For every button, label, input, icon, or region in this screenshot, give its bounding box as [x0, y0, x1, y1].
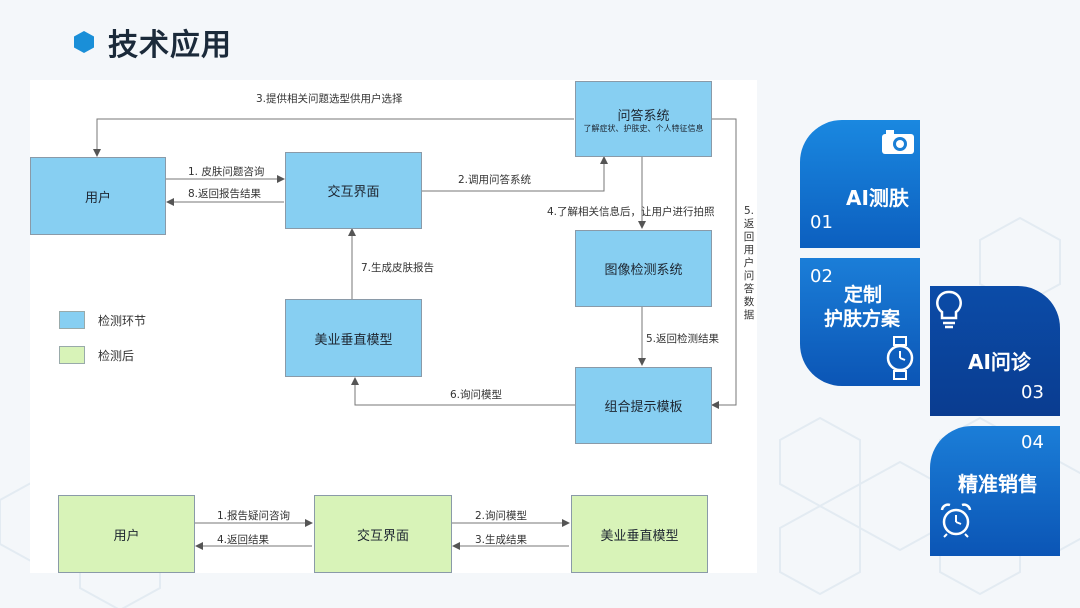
bottom-edge-label-1: 1.报告疑问咨询 [217, 510, 291, 522]
hexagon-bullet-icon [74, 31, 94, 53]
edge-2 [422, 156, 608, 192]
node-qa-system: 问答系统 了解症状、护肤史、个人特征信息 [575, 81, 712, 157]
feature-card-custom-plan[interactable] [800, 258, 920, 386]
feature-number-4: 04 [1021, 432, 1044, 453]
edge-3 [93, 118, 574, 157]
lightbulb-icon [936, 290, 962, 329]
node-image-detection: 图像检测系统 [575, 230, 712, 307]
bottom-edge-label-2: 2.询问模型 [475, 510, 528, 522]
node-user: 用户 [30, 157, 166, 235]
camera-icon [882, 130, 914, 154]
feature-number-2: 02 [810, 266, 833, 287]
diagram-connectors [93, 118, 737, 550]
edge-label-5: 5.返回检测结果 [646, 333, 720, 345]
legend-swatch-detect [59, 311, 85, 329]
node-combine-template: 组合提示模板 [575, 367, 712, 444]
flow-diagram: 用户 交互界面 问答系统 了解症状、护肤史、个人特征信息 图像检测系统 组合提示… [30, 80, 757, 573]
edge-label-7: 7.生成皮肤报告 [361, 262, 435, 274]
feature-title-2-line2: 护肤方案 [824, 308, 901, 330]
feature-card-precise-sales[interactable] [930, 426, 1060, 556]
feature-title-1: AI测肤 [846, 186, 909, 210]
node-beauty-model: 美业垂直模型 [285, 299, 422, 377]
edge-6 [351, 377, 575, 406]
node-interface: 交互界面 [285, 152, 422, 229]
feature-number-1: 01 [810, 212, 833, 233]
alarm-clock-icon [940, 503, 972, 538]
page-title: 技术应用 [108, 28, 232, 63]
edge-label-8: 8.返回报告结果 [188, 188, 262, 200]
feature-number-3: 03 [1021, 382, 1044, 403]
page-header: 技术应用 [74, 22, 232, 63]
feature-panel: AI测肤 01 02 定制 护肤方案 AI问诊 03 04 精准销售 [780, 100, 1080, 570]
feature-title-2-line1: 定制 [844, 284, 883, 306]
edge-label-2: 2.调用问答系统 [458, 174, 532, 186]
edge-label-5-return: 5.返回用户问答数据 [743, 205, 755, 321]
edge-label-3: 3.提供相关问题选型供用户选择 [256, 93, 403, 105]
feature-card-ai-consult[interactable] [930, 286, 1060, 416]
edge-5-return [711, 118, 737, 409]
bottom-node-user: 用户 [58, 495, 195, 573]
bottom-edge-label-3: 3.生成结果 [475, 534, 528, 546]
legend-swatch-after [59, 346, 85, 364]
edge-label-6: 6.询问模型 [450, 389, 503, 401]
feature-title-3: AI问诊 [968, 350, 1031, 374]
bottom-node-interface: 交互界面 [314, 495, 452, 573]
legend-label-detect: 检测环节 [98, 314, 147, 328]
bottom-edge-label-4: 4.返回结果 [217, 534, 270, 546]
watch-icon [886, 336, 914, 380]
bottom-node-beauty-model: 美业垂直模型 [571, 495, 708, 573]
legend-label-after: 检测后 [98, 349, 135, 363]
edge-label-1: 1. 皮肤问题咨询 [188, 166, 265, 178]
feature-title-4: 精准销售 [958, 472, 1038, 496]
feature-petals [800, 120, 1060, 556]
edge-label-4: 4.了解相关信息后，让用户进行拍照 [547, 206, 715, 218]
